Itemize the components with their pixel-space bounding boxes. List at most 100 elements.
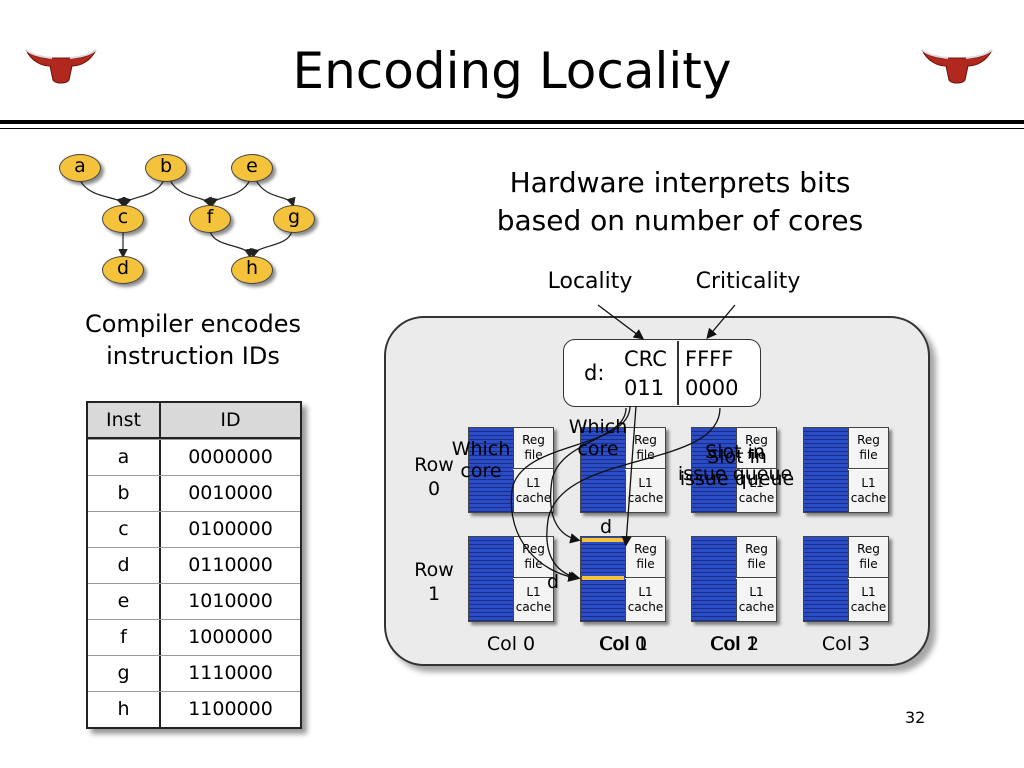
page-number: 32 [905, 708, 926, 727]
graph-node-e: e [231, 154, 273, 182]
table-cell-inst: d [88, 548, 161, 583]
core-execution-units [804, 428, 848, 512]
core-execution-units [581, 428, 625, 512]
table-row: a 0000000 [88, 439, 300, 475]
table-cell-inst: b [88, 476, 161, 511]
table-row: e 1010000 [88, 583, 300, 619]
id-box-prefix: d: [584, 361, 605, 385]
instruction-d-label: d [546, 571, 560, 593]
id-criticality-top: FFFF [685, 347, 734, 371]
graph-node-f: f [189, 205, 231, 233]
hardware-caption: Hardware interprets bits based on number… [470, 164, 890, 240]
compiler-caption-line1: Compiler encodes [84, 310, 301, 338]
col-label-2: Col 1 [709, 633, 759, 655]
table-cell-id: 1010000 [188, 590, 273, 612]
core-execution-units [804, 537, 848, 621]
longhorn-logo-right [921, 49, 993, 84]
issue-slot-highlight [582, 538, 624, 542]
table-cell-id: 0100000 [188, 518, 273, 540]
longhorn-logo-left [25, 49, 97, 84]
core-execution-units [692, 428, 736, 512]
table-header-row: Inst ID [88, 403, 300, 439]
core-execution-units [692, 537, 736, 621]
hardware-caption-line1: Hardware interprets bits [509, 166, 851, 199]
graph-node-b: b [145, 154, 187, 182]
table-cell-inst: a [88, 440, 161, 475]
table-cell-id: 1000000 [188, 626, 273, 648]
col-label-3: Col 3 [821, 633, 871, 655]
table-header-id: ID [220, 409, 241, 431]
locality-label: Locality [547, 269, 633, 294]
core-execution-units [469, 428, 513, 512]
compiler-caption: Compiler encodes instruction IDs [60, 308, 326, 372]
compiler-caption-line2: instruction IDs [106, 342, 280, 370]
table-cell-inst: h [88, 692, 161, 727]
table-row: d 0110000 [88, 547, 300, 583]
table-cell-id: 1110000 [188, 662, 273, 684]
table-row: h 1100000 [88, 691, 300, 727]
col-label-2-overlap: Col 2 [710, 633, 760, 655]
instruction-id-box [563, 339, 761, 407]
table-row: f 1000000 [88, 619, 300, 655]
criticality-label: Criticality [695, 269, 801, 294]
id-locality-top: CRC [624, 347, 667, 371]
table-cell-inst: e [88, 584, 161, 619]
core-execution-units [469, 537, 513, 621]
id-locality-bits: 011 [624, 376, 665, 400]
graph-node-g: g [273, 205, 315, 233]
table-cell-inst: f [88, 620, 161, 655]
id-criticality-bits: 0000 [685, 376, 739, 400]
table-cell-id: 1100000 [188, 698, 273, 720]
graph-node-h: h [231, 256, 273, 284]
table-cell-id: 0010000 [188, 482, 273, 504]
title-rule-thin [0, 128, 1024, 129]
col-label-1: Col 0 [598, 633, 648, 655]
page-title: Encoding Locality [292, 42, 732, 100]
table-row: b 0010000 [88, 475, 300, 511]
table-row: g 1110000 [88, 655, 300, 691]
table-cell-id: 0000000 [188, 446, 273, 468]
table-cell-id: 0110000 [188, 554, 273, 576]
graph-node-a: a [59, 154, 101, 182]
graph-node-c: c [102, 205, 144, 233]
table-header-inst: Inst [88, 403, 161, 437]
col-label-0: Col 0 [486, 633, 536, 655]
instruction-d-label: d [599, 516, 613, 538]
hardware-caption-line2: based on number of cores [496, 204, 864, 237]
issue-slot-highlight [582, 576, 624, 580]
graph-node-d: d [102, 256, 144, 284]
title-rule-thick [0, 120, 1024, 124]
table-cell-inst: g [88, 656, 161, 691]
col-label-1-overlap: Col 1 [599, 633, 649, 655]
id-box-divider [677, 341, 679, 405]
